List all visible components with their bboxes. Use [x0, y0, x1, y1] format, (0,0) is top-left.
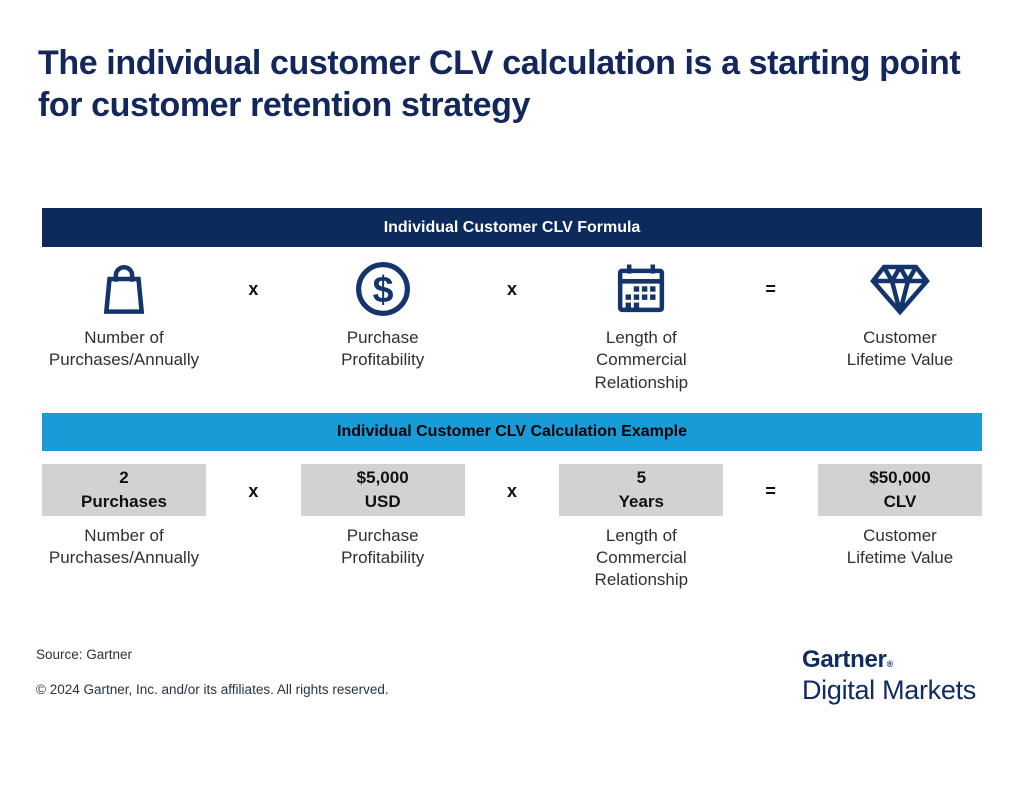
- example-row: 2 Purchases Number of Purchases/Annually…: [42, 463, 982, 591]
- calendar-icon: [612, 258, 670, 320]
- registered-mark: ®: [886, 658, 894, 669]
- formula-item-label: Customer Lifetime Value: [846, 328, 954, 370]
- value-box-years: 5 Years: [559, 463, 724, 516]
- value-box-purchases: 2 Purchases: [42, 463, 206, 516]
- example-item-label: Purchase Profitability: [341, 525, 425, 567]
- operator-multiply: x: [248, 279, 259, 300]
- example-section-header: Individual Customer CLV Calculation Exam…: [42, 412, 982, 451]
- digital-markets-text: Digital Markets: [801, 675, 976, 706]
- operator-multiply: x: [248, 480, 259, 501]
- value-box-usd: $5,000 USD: [300, 463, 465, 516]
- formula-item-label: Number of Purchases/Annually: [48, 328, 200, 370]
- copyright-text: © 2024 Gartner, Inc. and/or its affiliat…: [36, 681, 389, 697]
- diamond-icon: [867, 258, 933, 320]
- formula-item-label: Length of Commercial Relationship: [594, 328, 689, 392]
- shopping-bag-icon: [95, 258, 153, 320]
- footer: Source: Gartner © 2024 Gartner, Inc. and…: [36, 645, 976, 706]
- operator-equals: =: [765, 480, 776, 501]
- example-item-clv: $50,000 CLV Customer Lifetime Value: [817, 463, 982, 591]
- formula-row: Number of Purchases/Annually x $ Purchas…: [42, 258, 982, 393]
- example-item-label: Length of Commercial Relationship: [594, 525, 689, 589]
- page-title: The individual customer CLV calculation …: [38, 44, 961, 125]
- source-text: Source: Gartner: [36, 646, 133, 662]
- formula-header-text: Individual Customer CLV Formula: [383, 218, 641, 236]
- operator-multiply: x: [506, 480, 517, 501]
- formula-item-purchases: Number of Purchases/Annually: [42, 258, 206, 393]
- example-header-text: Individual Customer CLV Calculation Exam…: [337, 422, 687, 440]
- value-box-clv: $50,000 CLV: [817, 463, 982, 516]
- formula-section: Individual Customer CLV Formula Number o…: [42, 208, 982, 393]
- example-item-label: Customer Lifetime Value: [846, 525, 954, 567]
- operator-multiply: x: [506, 279, 517, 300]
- formula-item-profitability: $ Purchase Profitability: [301, 258, 465, 393]
- gartner-digital-markets-logo: Gartner® Digital Markets: [801, 645, 976, 706]
- formula-item-label: Purchase Profitability: [341, 328, 425, 370]
- gartner-brand-text: Gartner: [801, 645, 887, 673]
- svg-text:$: $: [372, 268, 393, 310]
- operator-equals: =: [765, 279, 776, 300]
- dollar-circle-icon: $: [353, 258, 413, 320]
- clv-infographic: The individual customer CLV calculation …: [0, 42, 1024, 810]
- footer-text-block: Source: Gartner © 2024 Gartner, Inc. and…: [36, 647, 389, 697]
- formula-item-relationship: Length of Commercial Relationship: [559, 258, 723, 393]
- gartner-wordmark: Gartner®: [801, 645, 976, 673]
- formula-item-clv: Customer Lifetime Value: [818, 258, 982, 393]
- example-section: Individual Customer CLV Calculation Exam…: [42, 412, 982, 591]
- example-item-relationship: 5 Years Length of Commercial Relationshi…: [559, 463, 724, 591]
- formula-section-header: Individual Customer CLV Formula: [42, 208, 982, 248]
- example-item-purchases: 2 Purchases Number of Purchases/Annually: [42, 463, 206, 591]
- example-item-label: Number of Purchases/Annually: [48, 525, 200, 567]
- example-item-profitability: $5,000 USD Purchase Profitability: [300, 463, 465, 591]
